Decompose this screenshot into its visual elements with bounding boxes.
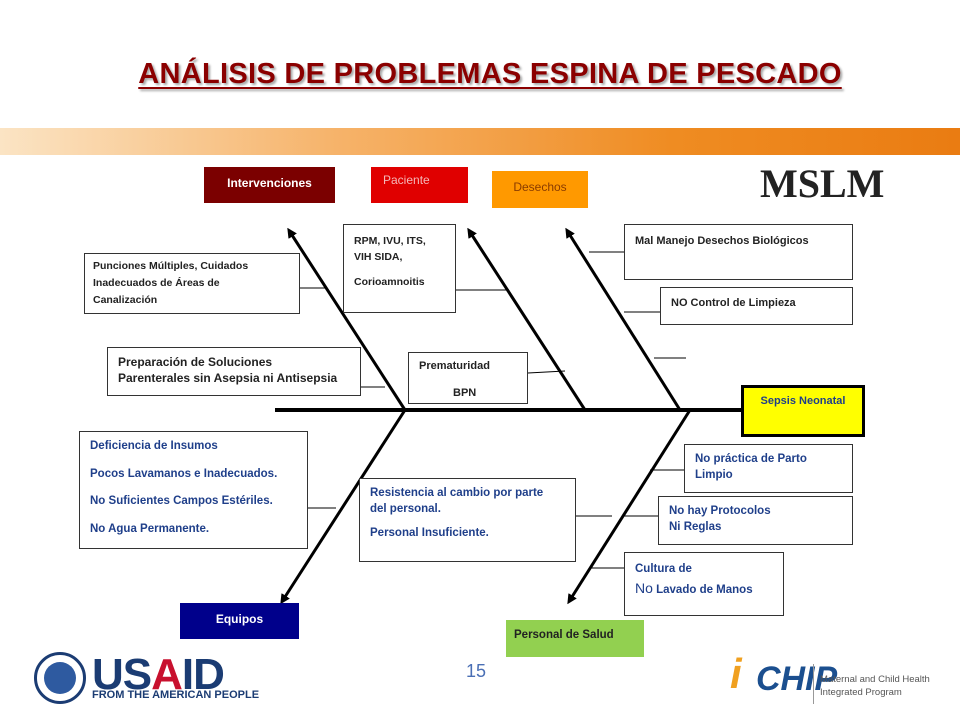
category-desechos: Desechos xyxy=(492,171,588,208)
chip-tagline-1: Maternal and Child Health xyxy=(820,674,930,685)
mslm-label: MSLM xyxy=(760,161,885,206)
cause-line: No Agua Permanente. xyxy=(90,522,210,535)
cause-no-practica: No práctica de Parto Limpio xyxy=(684,444,853,493)
usaid-logo-us: US xyxy=(92,650,152,699)
cause-preparacion: Preparación de Soluciones Parenterales s… xyxy=(107,347,361,396)
bone-equipos xyxy=(280,409,407,605)
cause-line: Mal Manejo Desechos Biológicos xyxy=(635,235,809,247)
cause-line: Pocos Lavamanos e Inadecuados. xyxy=(90,467,278,480)
orange-band xyxy=(0,128,960,155)
cause-line: Cultura de xyxy=(635,563,692,575)
cause-line: RPM, IVU, ITS, xyxy=(354,235,426,247)
cause-no-protocolos: No hay Protocolos Ni Reglas xyxy=(658,496,853,545)
usaid-logo-a: A xyxy=(151,650,183,699)
cause-line: Resistencia al cambio por parte xyxy=(370,487,544,499)
cause-line: Punciones Múltiples, Cuidados xyxy=(93,260,249,272)
cause-line: No práctica de Parto xyxy=(695,453,807,465)
usaid-tagline: FROM THE AMERICAN PEOPLE xyxy=(92,689,260,701)
usaid-logo: USAID xyxy=(92,650,225,700)
cause-line: Inadecuados de Áreas de xyxy=(93,277,220,289)
cause-resistencia: Resistencia al cambio por parte del pers… xyxy=(359,478,576,562)
cause-line: No Suficientes Campos Estériles. xyxy=(90,495,273,507)
cause-line: BPN xyxy=(453,387,477,400)
cause-line: No Lavado de Manos xyxy=(635,578,773,599)
effect-box: Sepsis Neonatal xyxy=(741,385,865,437)
cause-line: del personal. xyxy=(370,503,441,516)
cause-line: Personal Insuficiente. xyxy=(370,527,489,540)
cause-line: NO Control de Limpieza xyxy=(671,297,796,309)
cause-punciones: Punciones Múltiples, Cuidados Inadecuado… xyxy=(84,253,300,314)
cause-line: Deficiencia de Insumos xyxy=(90,440,218,452)
cause-cultura: Cultura de No Lavado de Manos xyxy=(624,552,784,616)
cause-line: Canalización xyxy=(93,294,158,306)
cause-no-control: NO Control de Limpieza xyxy=(660,287,853,325)
category-personal: Personal de Salud xyxy=(506,620,644,657)
chip-divider xyxy=(813,664,814,704)
page-title: ANÁLISIS DE PROBLEMAS ESPINA DE PESCADO xyxy=(138,58,842,90)
cause-line: Parenterales sin Asepsia ni Antisepsia xyxy=(118,371,338,386)
cause-line: Prematuridad xyxy=(419,360,490,372)
usaid-logo-id: ID xyxy=(181,650,225,699)
cause-rpm: RPM, IVU, ITS, VIH SIDA, Corioamnoitis xyxy=(343,224,456,313)
cause-line: Corioamnoitis xyxy=(354,275,425,288)
connector-prematuridad xyxy=(527,370,566,374)
cause-line: Limpio xyxy=(695,469,733,482)
category-paciente: Paciente xyxy=(371,167,468,203)
category-intervenciones: Intervenciones xyxy=(204,167,335,203)
chip-logo: CHIP xyxy=(756,660,838,698)
bone-desechos xyxy=(565,227,682,411)
usaid-seal-center xyxy=(44,662,76,694)
cause-word-no: No xyxy=(635,580,653,597)
page-number: 15 xyxy=(466,661,487,681)
chip-mark-icon: i xyxy=(730,650,742,697)
category-equipos: Equipos xyxy=(180,603,299,639)
cause-line: Preparación de Soluciones xyxy=(118,355,273,369)
cause-deficiencia: Deficiencia de Insumos Pocos Lavamanos e… xyxy=(79,431,308,549)
chip-tagline-2: Integrated Program xyxy=(820,687,902,698)
bone-paciente xyxy=(467,227,587,411)
cause-mal-manejo: Mal Manejo Desechos Biológicos xyxy=(624,224,853,280)
cause-line: No hay Protocolos xyxy=(669,505,771,517)
cause-line: Ni Reglas xyxy=(669,521,722,534)
cause-word-lavado: Lavado de Manos xyxy=(656,584,753,597)
cause-line: VIH SIDA, xyxy=(354,251,403,264)
effect-label: Sepsis Neonatal xyxy=(760,395,846,407)
bone-intervenciones xyxy=(287,227,407,411)
cause-prematuridad: Prematuridad BPN xyxy=(408,352,528,404)
